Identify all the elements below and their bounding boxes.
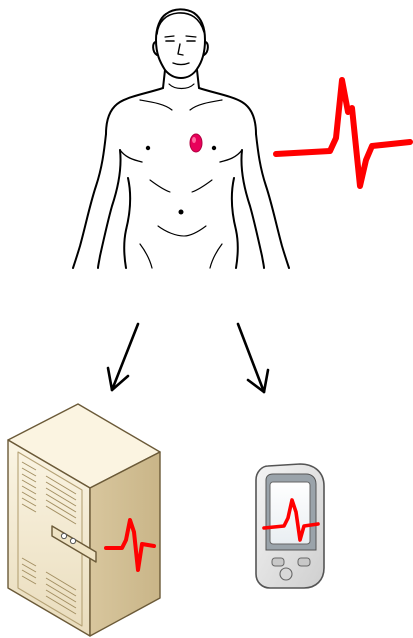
- arrow-to-mobile: [238, 324, 268, 392]
- nipple-left: [146, 146, 150, 150]
- arrow-to-server: [108, 324, 138, 390]
- server-tower-icon: [8, 404, 160, 636]
- ecg-waveform-icon: [276, 80, 410, 186]
- chest-sensor-patch-icon: [190, 134, 202, 152]
- sensor-highlight: [192, 137, 196, 143]
- navel: [179, 210, 184, 215]
- human-torso-icon: [73, 9, 289, 268]
- nipple-right: [212, 146, 216, 150]
